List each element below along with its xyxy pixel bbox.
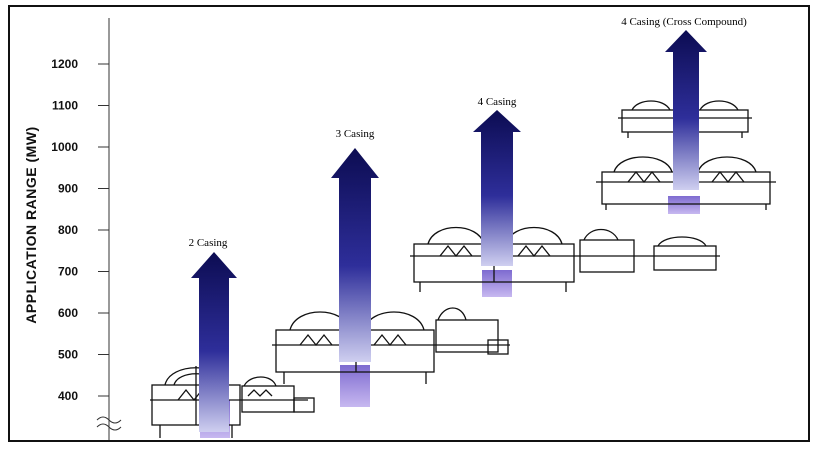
group-3-casing: 3 Casing	[272, 128, 510, 407]
y-tick-label: 1000	[51, 140, 78, 154]
label-2-casing: 2 Casing	[189, 237, 228, 249]
group-4-casing: 4 Casing	[410, 96, 720, 297]
y-tick-label: 500	[58, 348, 78, 362]
y-tick-label: 800	[58, 223, 78, 237]
y-tick-label: 1100	[52, 99, 78, 113]
range-base-bar	[668, 196, 700, 214]
turbine-4-casing-drawing	[410, 226, 720, 292]
range-arrow-4-casing	[473, 110, 521, 266]
y-tick-label: 600	[58, 306, 78, 320]
y-tick-label: 900	[58, 182, 78, 196]
label-4-casing-cross-compound: 4 Casing (Cross Compound)	[621, 16, 747, 28]
y-tick-label: 1200	[51, 57, 78, 71]
axis-break-mark	[96, 416, 122, 424]
group-2-casing: 2 Casing	[150, 237, 315, 438]
range-arrow-4-casing-cross-compound	[665, 30, 707, 190]
label-3-casing: 3 Casing	[336, 128, 375, 140]
turbine-2-casing-drawing	[150, 366, 315, 438]
turbine-3-casing-drawing	[272, 307, 510, 384]
y-axis-ticks: 1200 1100 1000 900 800 700 600 500 400	[51, 57, 109, 403]
range-base-bar	[340, 365, 370, 407]
range-arrow-3-casing	[331, 148, 379, 362]
y-tick-label: 700	[58, 265, 78, 279]
axis-break-mark	[96, 423, 122, 431]
range-base-bar	[482, 270, 512, 297]
diagram-border	[8, 5, 810, 442]
group-4-casing-cross-compound: 4 Casing (Cross Compound)	[596, 16, 776, 214]
y-tick-label: 400	[58, 389, 78, 403]
label-4-casing: 4 Casing	[478, 96, 517, 108]
y-axis-label: APPLICATION RANGE (MW)	[23, 126, 39, 323]
range-arrow-2-casing	[191, 252, 237, 432]
